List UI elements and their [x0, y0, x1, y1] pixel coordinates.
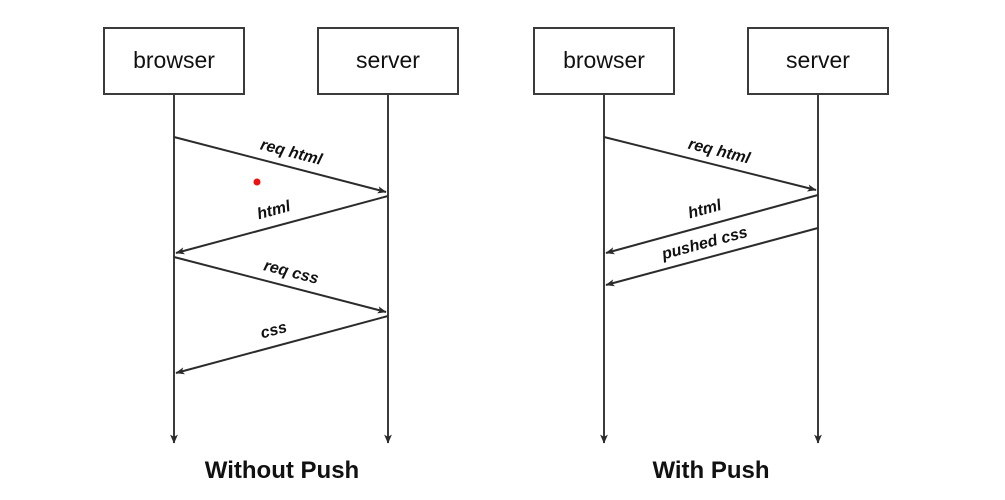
message-html[interactable]: html — [175, 195, 389, 255]
message-css[interactable]: css — [175, 315, 389, 375]
message-arrow-req-css[interactable] — [173, 256, 387, 314]
message-arrow-pushed-css[interactable] — [605, 227, 819, 287]
actor-server[interactable]: server — [317, 27, 459, 444]
message-req-html[interactable]: req html — [173, 136, 387, 194]
message-label-html: html — [255, 198, 293, 223]
actor-box-server[interactable] — [317, 27, 459, 95]
panel-without-push: browser server req html html req css cssWitho… — [103, 27, 459, 484]
actor-label-server: server — [356, 47, 420, 73]
actor-label-server: server — [786, 47, 850, 73]
message-label-req-html: req html — [686, 136, 752, 168]
message-label-req-html: req html — [258, 137, 324, 169]
message-arrow-html[interactable] — [605, 194, 819, 255]
actor-box-server[interactable] — [747, 27, 889, 95]
actor-browser[interactable]: browser — [103, 27, 245, 444]
message-label-html: html — [686, 197, 724, 222]
annotation-red-dot — [253, 178, 261, 186]
actor-server[interactable]: server — [747, 27, 889, 444]
panel-caption-with-push: With Push — [652, 457, 769, 484]
message-label-css: css — [259, 319, 289, 342]
message-arrow-css[interactable] — [175, 315, 389, 375]
message-req-html[interactable]: req html — [603, 136, 817, 192]
actor-box-browser[interactable] — [533, 27, 675, 95]
actor-browser[interactable]: browser — [533, 27, 675, 444]
message-label-req-css: req css — [262, 257, 321, 288]
panel-caption-without-push: Without Push — [205, 457, 359, 484]
actor-label-browser: browser — [133, 47, 215, 73]
message-req-css[interactable]: req css — [173, 256, 387, 314]
message-pushed-css[interactable]: pushed css — [605, 224, 819, 287]
message-arrow-req-html[interactable] — [173, 136, 387, 194]
message-arrow-html[interactable] — [175, 195, 389, 255]
actor-label-browser: browser — [563, 47, 645, 73]
actor-box-browser[interactable] — [103, 27, 245, 95]
message-arrow-req-html[interactable] — [603, 136, 817, 192]
